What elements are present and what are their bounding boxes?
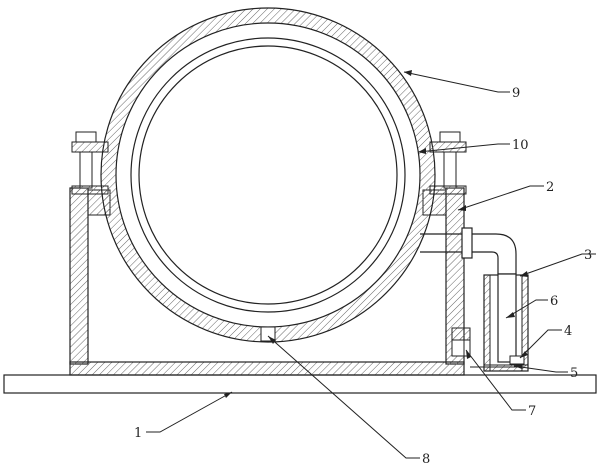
inner-pipe-inner — [138, 45, 398, 305]
label-4: 4 — [564, 324, 572, 339]
outlet-pipe — [420, 227, 517, 275]
drain-hole — [260, 326, 276, 342]
label-5: 5 — [570, 366, 578, 381]
side-slot — [451, 327, 471, 366]
leader-8 — [267, 335, 420, 459]
leader-3 — [519, 253, 596, 277]
leader-4 — [519, 329, 562, 359]
leader-5 — [513, 365, 568, 373]
label-6: 6 — [550, 294, 558, 309]
leader-6 — [505, 299, 548, 319]
label-9: 9 — [512, 86, 520, 101]
label-10: 10 — [512, 138, 529, 153]
leader-1 — [146, 391, 233, 433]
inner-tube — [497, 273, 517, 363]
leader-9 — [403, 71, 510, 93]
leader-7 — [465, 349, 526, 411]
label-2: 2 — [546, 180, 554, 195]
base-plate — [3, 374, 597, 394]
leader-2 — [457, 185, 544, 211]
bolt-right — [429, 131, 467, 195]
label-3: 3 — [584, 248, 592, 263]
label-8: 8 — [422, 452, 430, 467]
label-7: 7 — [528, 404, 536, 419]
support-frame — [69, 187, 465, 376]
arrowheads — [224, 70, 528, 398]
leader-10 — [417, 143, 510, 153]
outer-clamp-ring — [100, 7, 436, 343]
leader-lines — [146, 71, 596, 459]
bolt-left — [71, 131, 109, 195]
label-1: 1 — [134, 426, 142, 441]
